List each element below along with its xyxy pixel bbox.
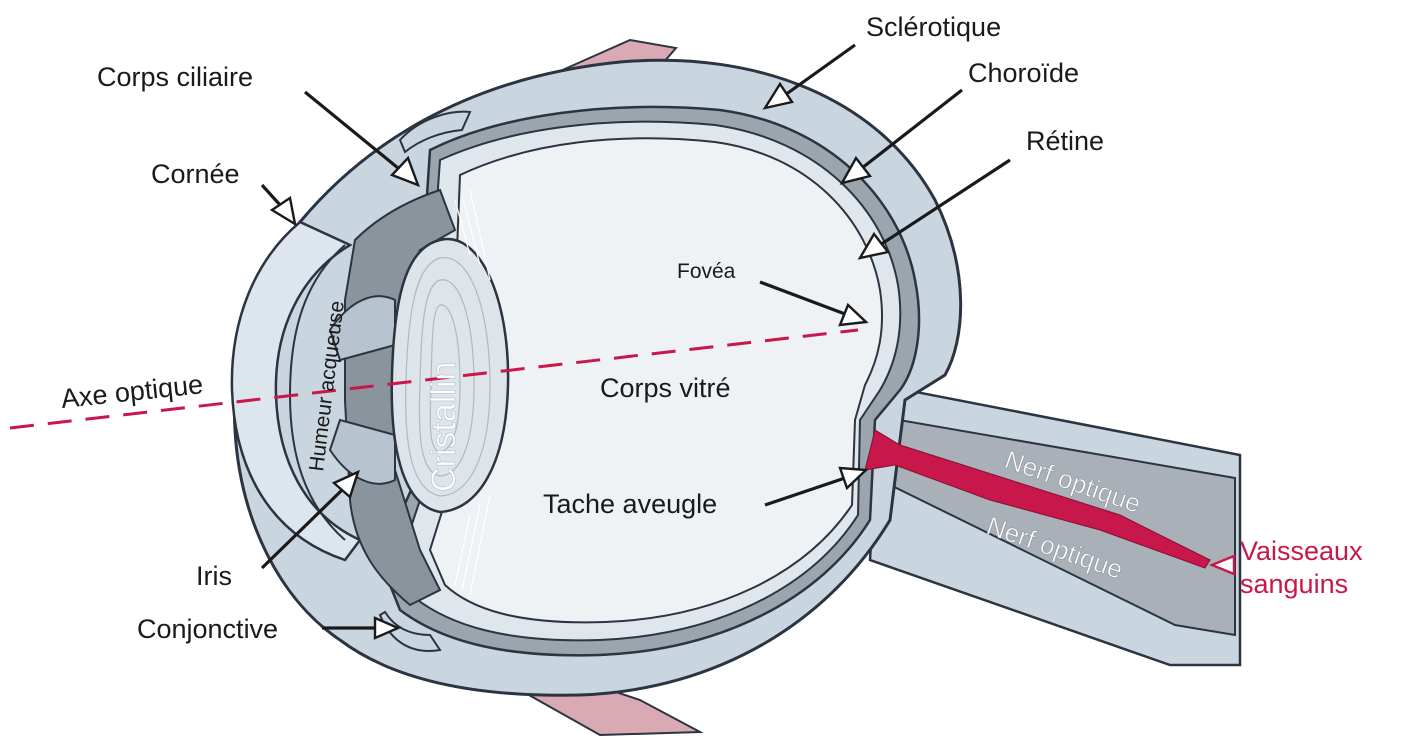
label-conjonctive: Conjonctive [137,614,278,644]
label-corps-vitre: Corps vitré [600,373,731,403]
label-choroide: Choroïde [968,58,1079,88]
label-sclerotique: Sclérotique [866,12,1001,42]
label-cornee: Cornée [151,159,240,189]
label-retine: Rétine [1026,126,1104,156]
label-iris: Iris [196,561,232,591]
label-cristallin: Cristallin [425,362,463,492]
label-tache-aveugle: Tache aveugle [543,489,717,519]
label-vaisseaux-line1: Vaisseaux [1240,536,1363,566]
label-corps-ciliaire: Corps ciliaire [97,62,253,92]
label-vaisseaux-line2: sanguins [1240,569,1348,599]
label-fovea: Fovéa [677,260,736,283]
